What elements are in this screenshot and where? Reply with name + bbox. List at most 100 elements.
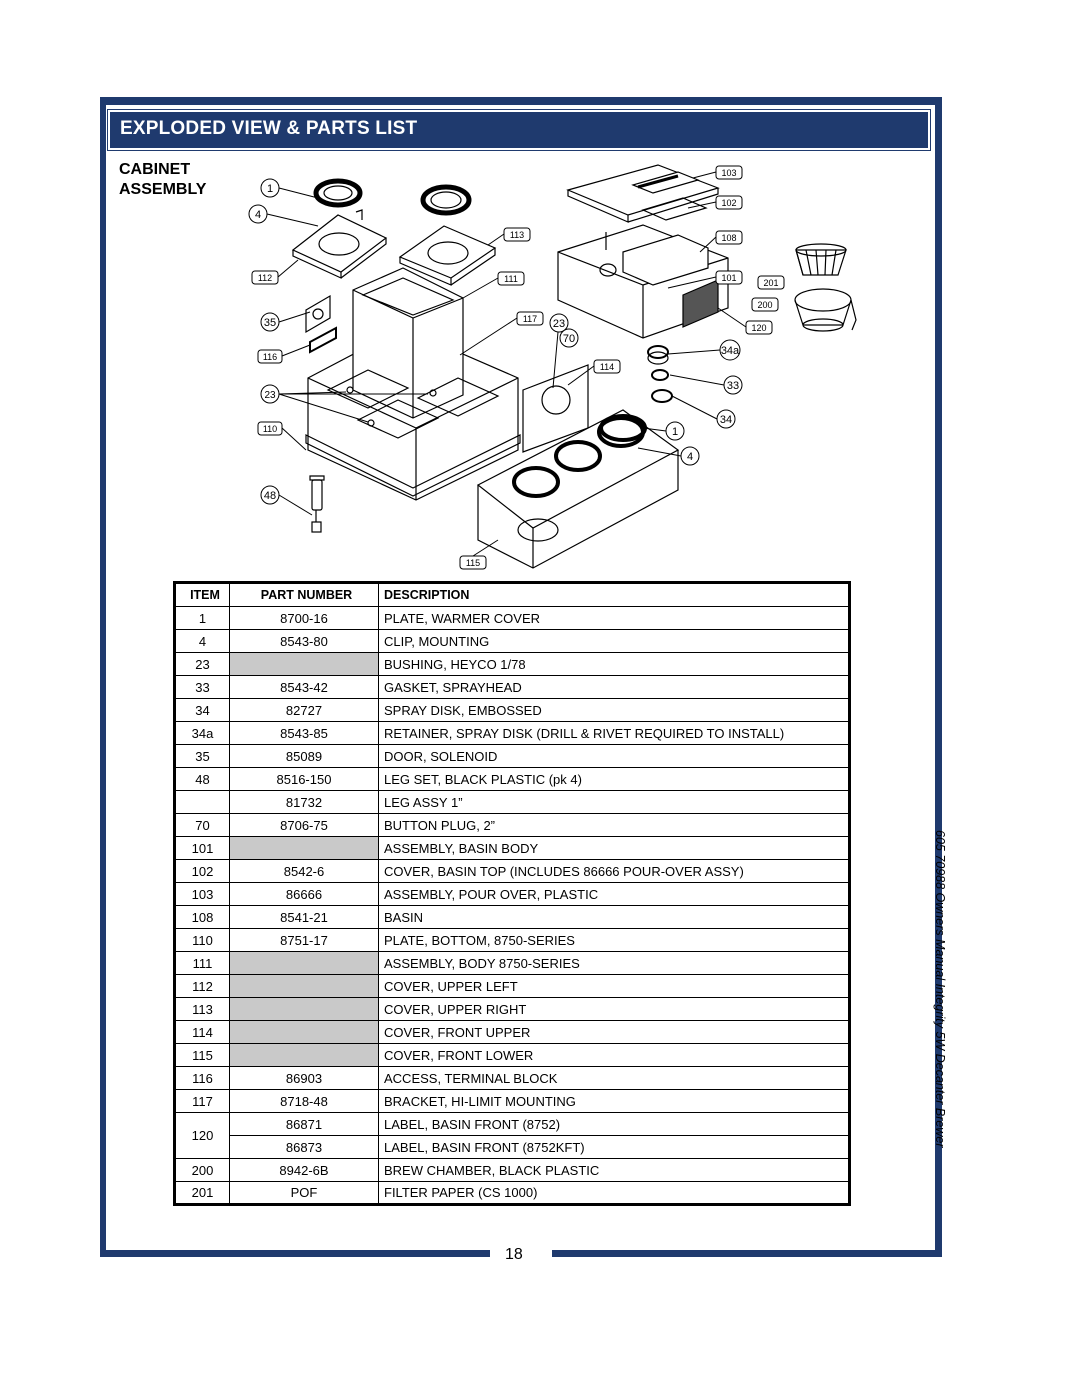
- item-cell: 116: [174, 1066, 230, 1090]
- description-cell: LABEL, BASIN FRONT (8752KFT): [378, 1135, 850, 1159]
- svg-text:120: 120: [751, 323, 766, 333]
- description-cell: ASSEMBLY, BODY 8750-SERIES: [378, 951, 850, 975]
- svg-text:101: 101: [721, 273, 736, 283]
- description-cell: BUTTON PLUG, 2”: [378, 813, 850, 837]
- item-cell: 201: [174, 1181, 230, 1205]
- basin-front-label: [682, 279, 719, 328]
- description-cell: LABEL, BASIN FRONT (8752): [378, 1112, 850, 1136]
- page-frame-bottom-left: [100, 1250, 490, 1257]
- item-cell: 34a: [174, 721, 230, 745]
- item-cell: 4: [174, 629, 230, 653]
- basin-body: [557, 224, 729, 339]
- part-number-cell: 8542-6: [229, 859, 379, 883]
- spray-disk: [651, 389, 673, 403]
- spray-gasket: [651, 369, 669, 381]
- svg-text:4: 4: [687, 451, 693, 463]
- svg-text:103: 103: [721, 168, 736, 178]
- part-number-cell: [229, 951, 379, 975]
- brew-chamber: [794, 288, 857, 332]
- page-title: EXPLODED VIEW & PARTS LIST: [120, 118, 418, 139]
- item-cell: 101: [174, 836, 230, 860]
- description-cell: GASKET, SPRAYHEAD: [378, 675, 850, 699]
- part-number-cell: [229, 836, 379, 860]
- part-number-cell: [229, 1020, 379, 1044]
- svg-text:114: 114: [600, 362, 614, 372]
- item-cell: 112: [174, 974, 230, 998]
- table-row: 115 COVER, FRONT LOWER: [174, 1043, 850, 1067]
- svg-text:33: 33: [727, 380, 739, 392]
- part-number-cell: POF: [229, 1181, 379, 1205]
- description-cell: CLIP, MOUNTING: [378, 629, 850, 653]
- svg-text:112: 112: [258, 273, 272, 283]
- svg-text:34a: 34a: [721, 345, 740, 357]
- button-plug: [647, 345, 669, 359]
- column-header-item: ITEM: [174, 582, 230, 607]
- callout-labels: [248, 165, 785, 570]
- page-frame-bottom-right: [552, 1250, 942, 1257]
- item-cell: 102: [174, 859, 230, 883]
- terminal-block-access: [309, 326, 337, 354]
- svg-text:4: 4: [255, 209, 261, 221]
- pour-over-assembly: [631, 171, 700, 194]
- item-cell: 120: [174, 1112, 230, 1159]
- part-number-cell: [229, 652, 379, 676]
- description-cell: COVER, UPPER RIGHT: [378, 997, 850, 1021]
- item-cell: 70: [174, 813, 230, 837]
- description-cell: BASIN: [378, 905, 850, 929]
- part-number-cell: 8543-80: [229, 629, 379, 653]
- column-header-description: DESCRIPTION: [378, 582, 850, 607]
- description-cell: COVER, FRONT LOWER: [378, 1043, 850, 1067]
- svg-text:23: 23: [553, 318, 565, 330]
- page-frame-left: [100, 97, 106, 1257]
- part-number-cell: 8700-16: [229, 606, 379, 630]
- part-number-cell: 8516-150: [229, 767, 379, 791]
- description-cell: ASSEMBLY, BASIN BODY: [378, 836, 850, 860]
- svg-text:110: 110: [263, 424, 277, 434]
- svg-text:200: 200: [757, 300, 772, 310]
- part-number-cell: 85089: [229, 744, 379, 768]
- svg-text:111: 111: [504, 274, 518, 284]
- column-header-part-number: PART NUMBER: [229, 582, 379, 607]
- svg-text:70: 70: [563, 333, 575, 345]
- svg-text:34: 34: [720, 414, 732, 426]
- description-cell: ASSEMBLY, POUR OVER, PLASTIC: [378, 882, 850, 906]
- cabinet-body: [305, 267, 521, 501]
- svg-text:117: 117: [523, 314, 537, 324]
- section-heading: CABINET ASSEMBLY: [119, 160, 206, 200]
- page-frame-top: [100, 97, 942, 105]
- page-frame-right: [935, 97, 942, 1257]
- table-row: 101 ASSEMBLY, BASIN BODY: [174, 836, 850, 860]
- part-number-cell: [229, 1043, 379, 1067]
- callout-text: 1 4 112 35 116 23 110 48 113 111 117 23 …: [255, 168, 779, 568]
- description-cell: SPRAY DISK, EMBOSSED: [378, 698, 850, 722]
- solenoid-door: [305, 294, 331, 334]
- section-heading-line-2: ASSEMBLY: [119, 181, 207, 198]
- part-number-cell: 81732: [229, 790, 379, 814]
- description-cell: COVER, UPPER LEFT: [378, 974, 850, 998]
- part-number-cell: 86903: [229, 1066, 379, 1090]
- upper-right-cover: [398, 225, 497, 279]
- item-cell: 115: [174, 1043, 230, 1067]
- item-cell: 200: [174, 1158, 230, 1182]
- description-cell: COVER, FRONT UPPER: [378, 1020, 850, 1044]
- description-cell: LEG ASSY 1”: [378, 790, 850, 814]
- item-cell: 23: [174, 652, 230, 676]
- description-cell: BUSHING, HEYCO 1/78: [378, 652, 850, 676]
- svg-text:35: 35: [264, 317, 276, 329]
- part-number-cell: 8751-17: [229, 928, 379, 952]
- item-cell: 108: [174, 905, 230, 929]
- item-cell: 117: [174, 1089, 230, 1113]
- svg-text:115: 115: [466, 558, 480, 568]
